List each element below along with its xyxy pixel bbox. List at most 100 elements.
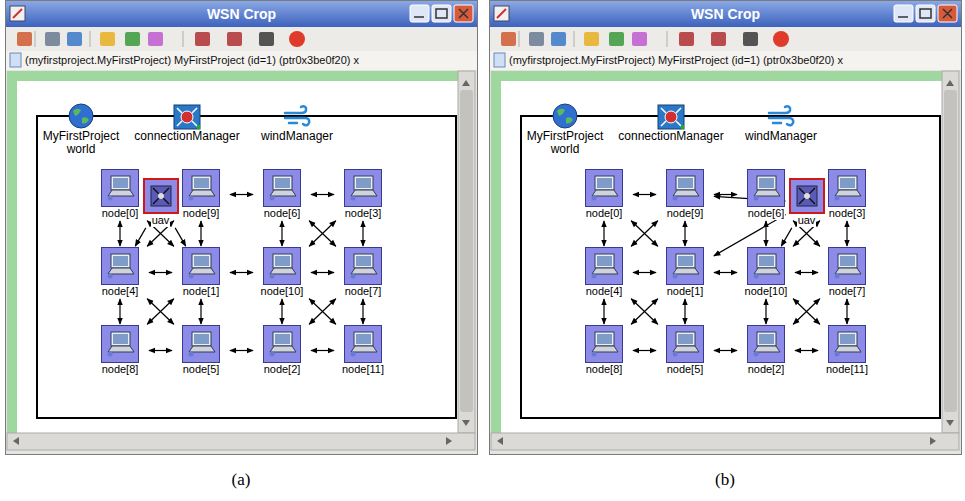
node-label: node[4] [101, 285, 140, 298]
sensor-node: node[4] [576, 247, 632, 298]
laptop-icon [182, 169, 220, 207]
module-label: connectionManager [616, 130, 726, 143]
node-label: node[9] [182, 207, 221, 220]
link-arrow [309, 299, 336, 325]
link-arrow [795, 350, 818, 351]
link-arrow [311, 272, 334, 273]
laptop-icon [747, 247, 785, 285]
link-arrow [633, 272, 656, 273]
laptop-icon [263, 169, 301, 207]
link-arrow [714, 194, 737, 195]
node-label: node[2] [263, 363, 302, 376]
laptop-icon [747, 169, 785, 207]
manager-icon [657, 104, 685, 130]
link-arrow [309, 299, 336, 325]
module-label: windManager [242, 130, 352, 143]
sensor-node: node[9] [657, 169, 713, 220]
world-icon [551, 102, 579, 130]
link-arrow [230, 350, 253, 351]
link-arrow [793, 221, 820, 247]
node-label: uav [797, 214, 817, 227]
link-arrow [714, 272, 737, 273]
node-label: node[4] [585, 285, 624, 298]
node-label: node[10] [744, 285, 789, 298]
module-label: windManager [726, 130, 836, 143]
link-arrow [147, 221, 174, 247]
laptop-icon [585, 169, 623, 207]
node-label: uav [151, 214, 171, 227]
laptop-icon [182, 247, 220, 285]
module-label: connectionManager [132, 130, 242, 143]
link-arrow [281, 221, 282, 246]
link-arrow [684, 221, 685, 246]
window-title: WSN Crop [5, 2, 478, 26]
app-window: WSN Crop (myfirstproject.MyFirstProject) … [5, 0, 478, 455]
laptop-icon [263, 247, 301, 285]
link-arrow [603, 299, 604, 324]
laptop-icon [747, 325, 785, 363]
sensor-node: node[3] [335, 169, 391, 220]
link-arrow [311, 194, 334, 195]
sensor-node: node[5] [173, 325, 229, 376]
sensor-node: node[0] [92, 169, 148, 220]
link-arrow [714, 196, 786, 201]
node-label: node[5] [182, 363, 221, 376]
node-label: node[2] [747, 363, 786, 376]
link-arrow [633, 350, 656, 351]
window-title: WSN Crop [489, 2, 962, 26]
laptop-icon [344, 247, 382, 285]
sensor-node: node[11] [819, 325, 875, 376]
module-label: MyFirstProject world [33, 130, 129, 156]
node-label: node[9] [666, 207, 705, 220]
link-arrow [230, 272, 253, 273]
node-label: node[5] [666, 363, 705, 376]
sensor-node: node[0] [576, 169, 632, 220]
manager-module: windManager [242, 104, 352, 143]
laptop-icon [585, 325, 623, 363]
laptop-icon [263, 325, 301, 363]
link-arrow [362, 299, 363, 324]
sensor-node: node[4] [92, 247, 148, 298]
link-arrow [781, 228, 792, 246]
link-arrow [119, 221, 120, 246]
object-path: (myfirstproject.MyFirstProject) MyFirstP… [25, 52, 359, 68]
module-label: MyFirstProject world [517, 130, 613, 156]
sensor-node: node[6] [254, 169, 310, 220]
link-arrow [631, 221, 658, 247]
link-arrow [149, 194, 172, 195]
link-arrow [795, 272, 818, 273]
link-arrow [175, 228, 186, 246]
wind-icon [283, 104, 311, 130]
sensor-node: node[2] [254, 325, 310, 376]
link-arrow [362, 221, 363, 246]
laptop-icon [828, 325, 866, 363]
link-arrow [147, 299, 174, 325]
sensor-node: node[9] [173, 169, 229, 220]
laptop-icon [182, 325, 220, 363]
uav-icon [789, 178, 825, 214]
link-arrow [119, 299, 120, 324]
link-arrow [684, 299, 685, 324]
link-arrow [846, 299, 847, 324]
sensor-node: node[10] [738, 247, 794, 298]
sensor-node: node[1] [173, 247, 229, 298]
laptop-icon [344, 169, 382, 207]
node-label: node[0] [585, 207, 624, 220]
node-label: node[1] [182, 285, 221, 298]
window-chrome [489, 0, 962, 455]
node-label: node[11] [341, 363, 385, 376]
node-label: node[1] [666, 285, 705, 298]
node-label: node[8] [101, 363, 140, 376]
node-label: node[6] [747, 207, 786, 220]
link-arrow [631, 299, 658, 325]
link-arrow [793, 221, 820, 247]
link-arrow [200, 299, 201, 324]
link-arrow [793, 299, 820, 325]
link-arrow [765, 221, 766, 246]
window-chrome [5, 0, 478, 455]
link-arrow [311, 350, 334, 351]
node-label: node[11] [825, 363, 869, 376]
link-arrow [631, 299, 658, 325]
sensor-node: node[6] [738, 169, 794, 220]
